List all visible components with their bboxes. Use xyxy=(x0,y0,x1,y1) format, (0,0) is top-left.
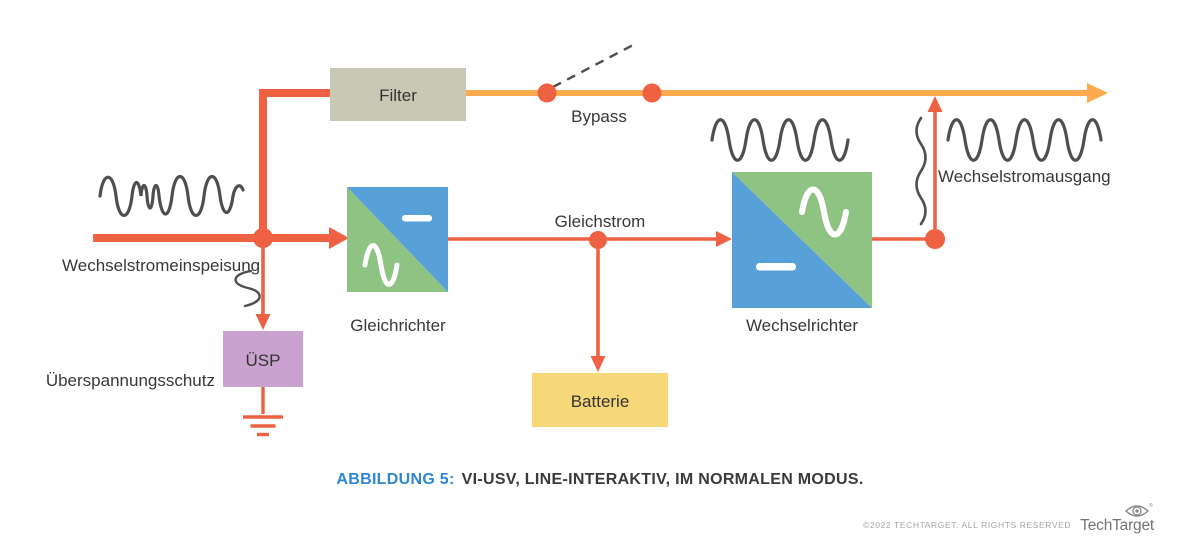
ground-icon xyxy=(243,415,283,437)
battery-box xyxy=(532,373,668,427)
filter-label: Filter xyxy=(379,86,417,105)
figure-caption: ABBILDUNG 5: VI-USV, LINE-INTERAKTIV, IM … xyxy=(0,471,1200,489)
dc-label: Gleichstrom xyxy=(555,212,646,231)
bypass-dot-left xyxy=(537,83,557,103)
battery-label: Batterie xyxy=(571,392,630,411)
ac-output-label: Wechselstromausgang xyxy=(938,167,1111,186)
rectifier-label: Gleichrichter xyxy=(350,316,446,335)
surge-box-label: ÜSP xyxy=(246,351,281,370)
inverter-label: Wechselrichter xyxy=(746,316,858,335)
output-distortion-icon xyxy=(915,116,927,226)
rectifier-arrowhead xyxy=(329,227,349,249)
techtarget-logo: ® TechTarget xyxy=(1080,502,1154,535)
input-distortion-icon xyxy=(234,269,261,308)
ac-input-label: Wechselstromeinspeisung xyxy=(62,256,260,275)
inverter-sine-icon xyxy=(799,186,849,238)
output-wave-icon xyxy=(946,118,1103,162)
inverter-minus-icon xyxy=(756,263,796,271)
inverter-wave-icon xyxy=(710,118,850,162)
rectifier-sine-icon xyxy=(362,243,400,287)
inverter-green-triangle xyxy=(732,172,872,308)
bypass-label: Bypass xyxy=(571,107,627,126)
svg-text:®: ® xyxy=(1149,502,1153,509)
ac-input-line xyxy=(93,89,330,242)
caption-figure-number: ABBILDUNG 5: xyxy=(336,471,455,488)
caption-title: VI-USV, LINE-INTERAKTIV, IM NORMALEN MOD… xyxy=(461,471,864,488)
bypass-dot-right xyxy=(642,83,662,103)
techtarget-eye-icon: ® xyxy=(1124,502,1153,517)
output-up-arrowhead xyxy=(927,96,943,112)
input-wave-icon xyxy=(98,174,245,218)
footer: ©2022 TECHTARGET. ALL RIGHTS RESERVED ® … xyxy=(863,502,1154,535)
bypass-open-switch-icon xyxy=(552,42,636,89)
techtarget-brand-text: TechTarget xyxy=(1080,517,1154,534)
surge-protection-label: Überspannungsschutz xyxy=(46,371,215,390)
dc-junction-dot xyxy=(589,231,607,249)
copyright-text: ©2022 TECHTARGET. ALL RIGHTS RESERVED xyxy=(863,520,1072,530)
bypass-arrowhead xyxy=(1087,83,1108,103)
rectifier-minus-icon xyxy=(402,215,432,222)
battery-arrowhead xyxy=(590,356,606,372)
input-junction-dot xyxy=(253,228,273,248)
surge-arrowhead xyxy=(255,314,271,330)
rectifier-blue-triangle xyxy=(347,187,448,292)
surge-box xyxy=(223,331,303,387)
inverter-arrowhead xyxy=(716,231,732,247)
filter-box xyxy=(330,68,466,121)
